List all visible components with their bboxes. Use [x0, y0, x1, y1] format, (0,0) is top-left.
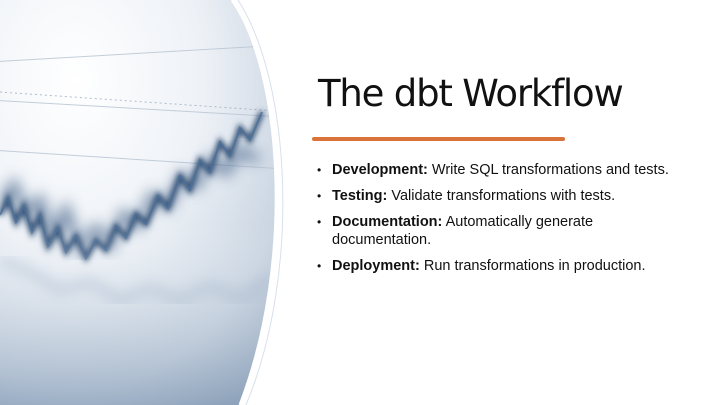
bullet-list: • Development: Write SQL transformations… — [317, 161, 687, 283]
bullet-icon: • — [317, 259, 322, 273]
bullet-item: • Documentation: Automatically generate … — [317, 213, 687, 249]
bullet-text: Write SQL transformations and tests. — [431, 162, 669, 178]
bullet-text: Validate transformations with tests. — [391, 188, 616, 204]
bullet-icon: • — [317, 163, 322, 177]
stock-chart-photo — [0, 0, 284, 405]
bullet-item: • Testing: Validate transformations with… — [317, 187, 687, 205]
bullet-item: • Development: Write SQL transformations… — [317, 161, 687, 179]
bullet-term: Documentation: — [332, 214, 443, 230]
bullet-icon: • — [317, 189, 322, 203]
title-accent-line — [312, 137, 565, 141]
bullet-term: Testing: — [332, 188, 388, 204]
slide-title: The dbt Workflow — [318, 72, 624, 115]
bullet-text: Run transformations in production. — [423, 258, 646, 274]
bullet-term: Deployment: — [332, 258, 420, 274]
bullet-icon: • — [317, 215, 322, 229]
bullet-text: Automatically generate documentation. — [332, 214, 594, 248]
bullet-term: Development: — [332, 162, 428, 178]
bullet-item: • Deployment: Run transformations in pro… — [317, 257, 687, 275]
